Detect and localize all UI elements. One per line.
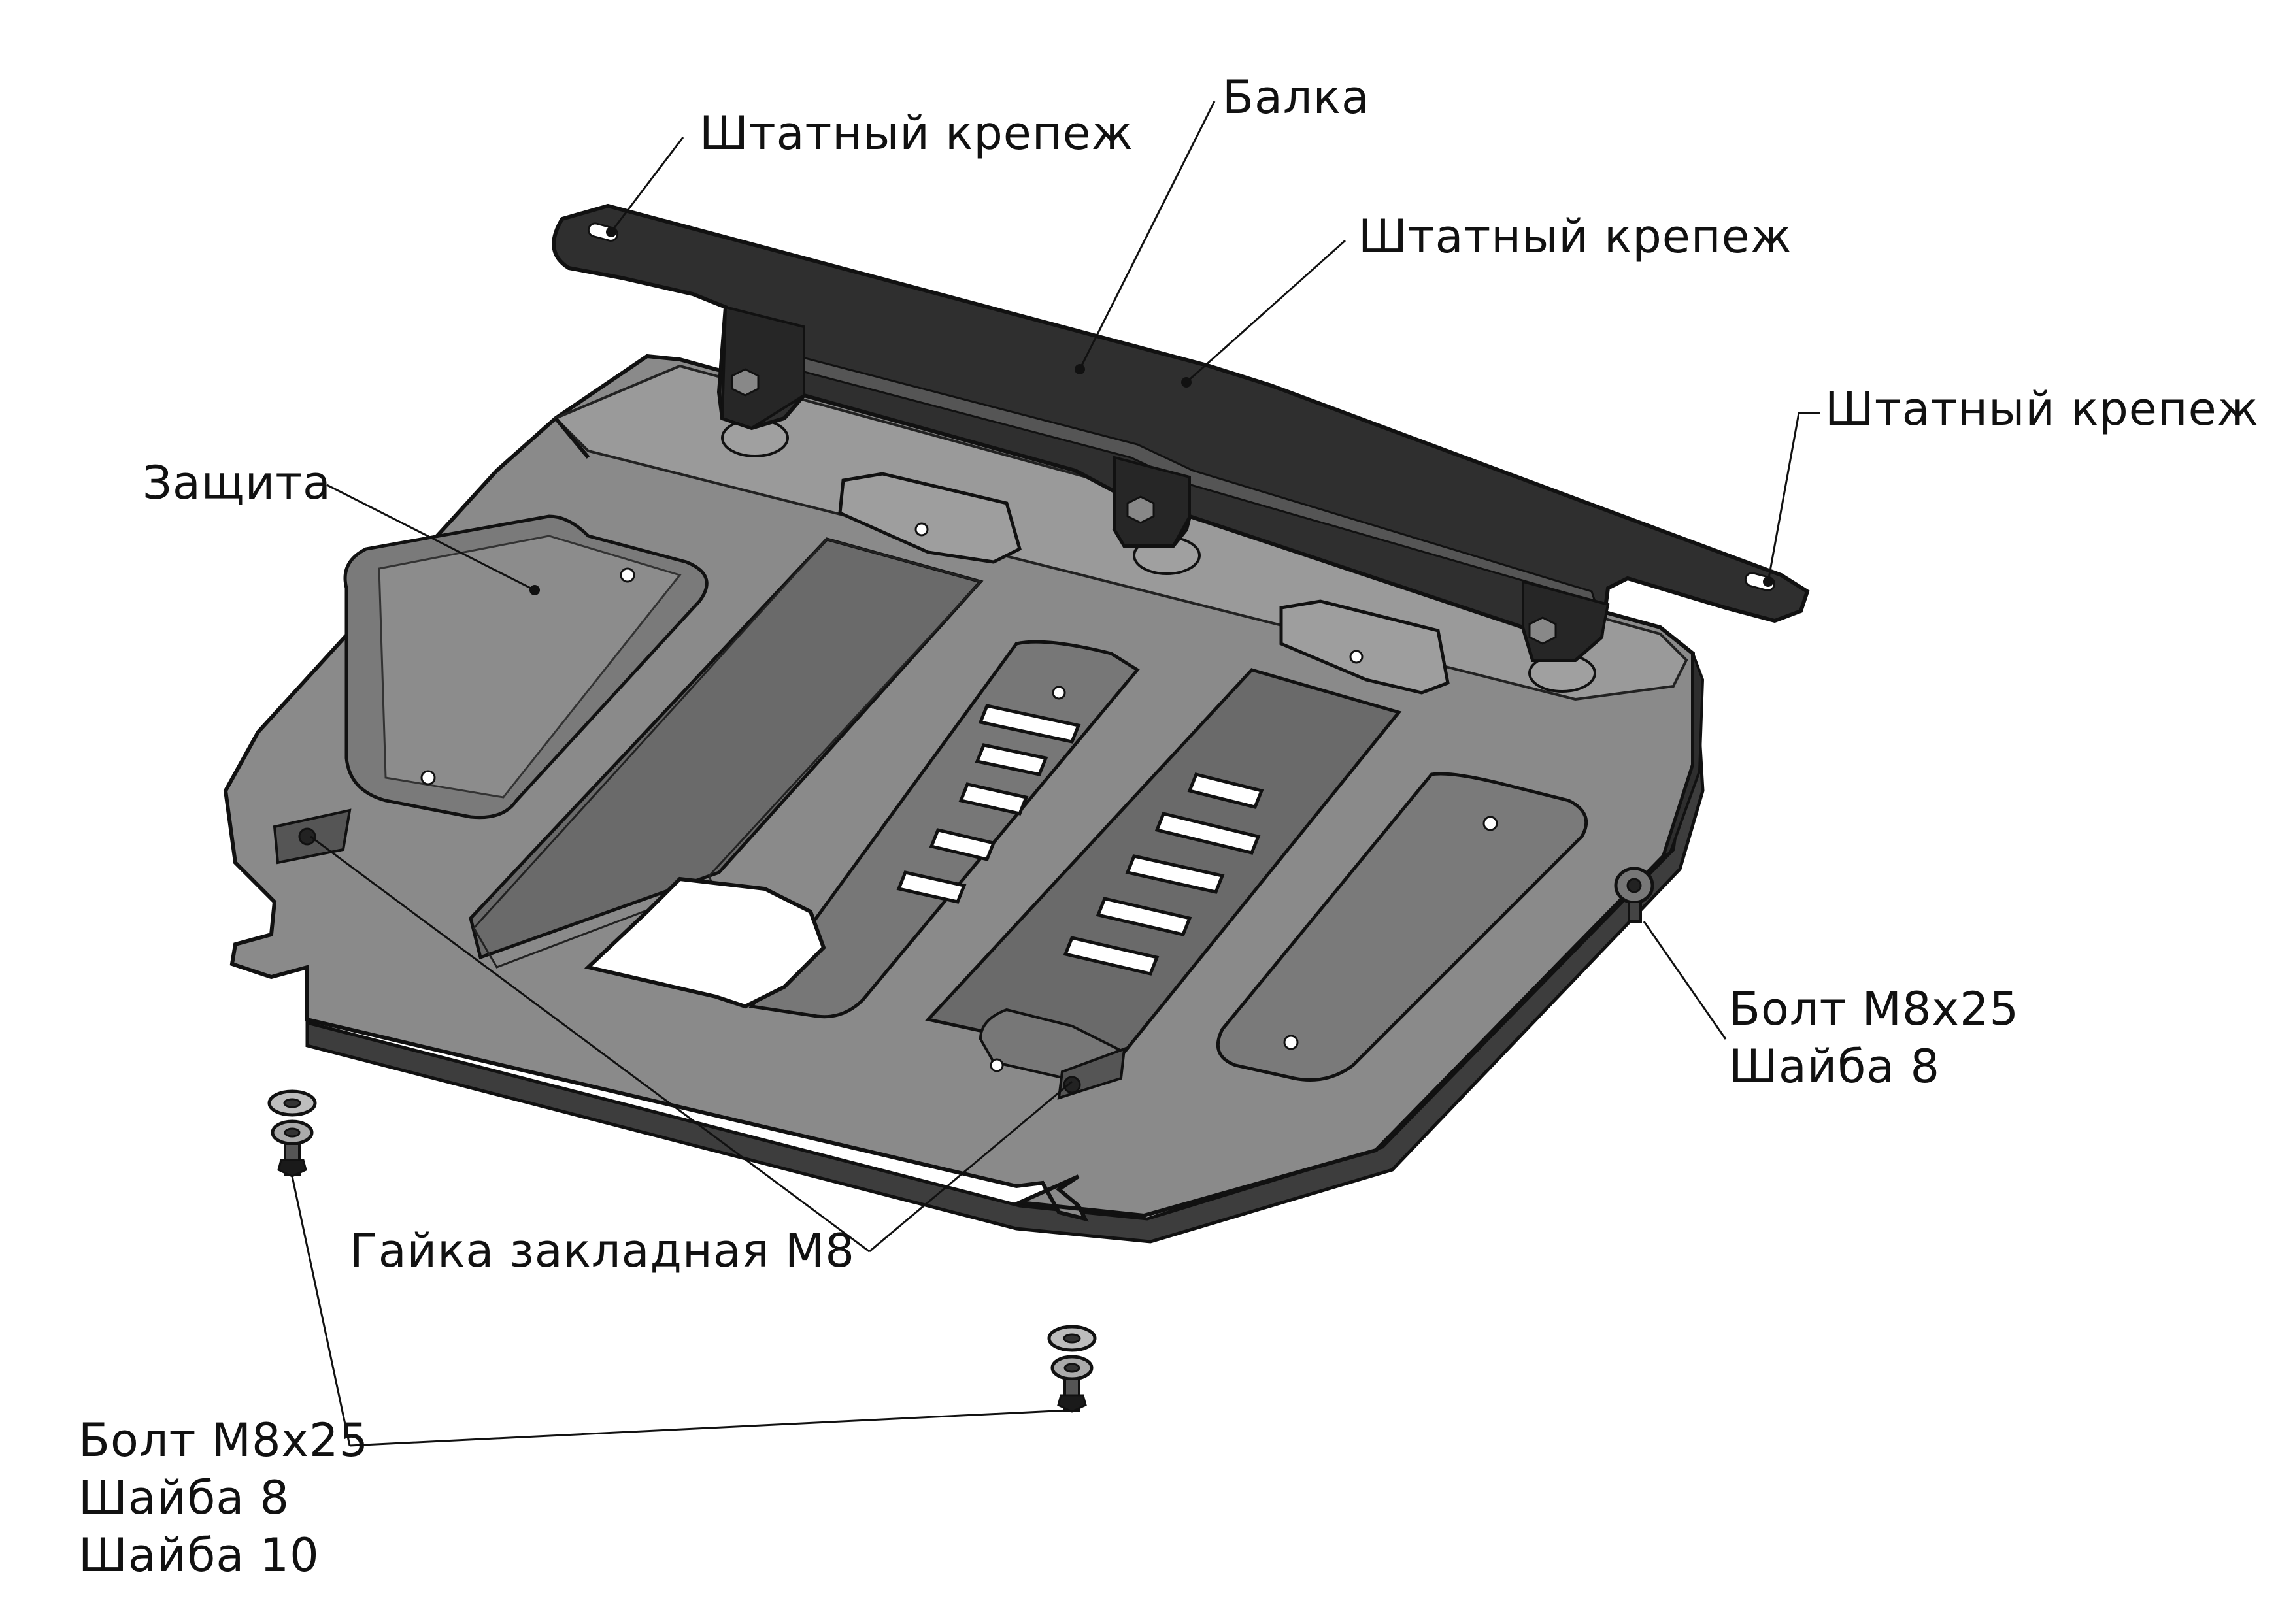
- fastener-group-right: [1614, 867, 1654, 923]
- leader-zashchita: [326, 484, 535, 591]
- fastener-group-left: [267, 1089, 317, 1178]
- label-gayka-zakladnaya: Гайка закладная М8: [350, 1224, 855, 1278]
- leader-bolt-left: [291, 1176, 1069, 1447]
- label-bolt-right-line2: Шайба 8: [1729, 1040, 1941, 1093]
- leader-balka: [1079, 101, 1216, 370]
- leader-shtatny-right: [1767, 412, 1820, 582]
- leader-shtatny-left: [610, 137, 684, 233]
- label-zashchita: Защита: [142, 456, 331, 510]
- beam: [552, 203, 1810, 662]
- label-balka: Балка: [1222, 71, 1370, 124]
- leader-bolt-right: [1643, 921, 1727, 1040]
- protection-plate: [223, 354, 1705, 1244]
- label-bolt-left-line2: Шайба 8: [78, 1471, 290, 1525]
- leader-dots: [529, 227, 1773, 595]
- label-bolt-left-line1: Болт М8х25: [78, 1414, 369, 1467]
- leader-gayka: [310, 835, 1073, 1253]
- label-bolt-right-line1: Болт М8х25: [1729, 982, 2020, 1036]
- louvre-slots: [896, 704, 1264, 976]
- label-bolt-left-line3: Шайба 10: [78, 1529, 320, 1582]
- fastener-group-center: [1047, 1325, 1097, 1413]
- leader-lines: [291, 101, 1820, 1447]
- leader-shtatny-center: [1186, 239, 1346, 384]
- label-shtatny-krepezh-right: Штатный крепеж: [1825, 382, 2259, 436]
- label-shtatny-krepezh-center: Штатный крепеж: [1358, 210, 1792, 263]
- label-shtatny-krepezh-left: Штатный крепеж: [699, 107, 1133, 160]
